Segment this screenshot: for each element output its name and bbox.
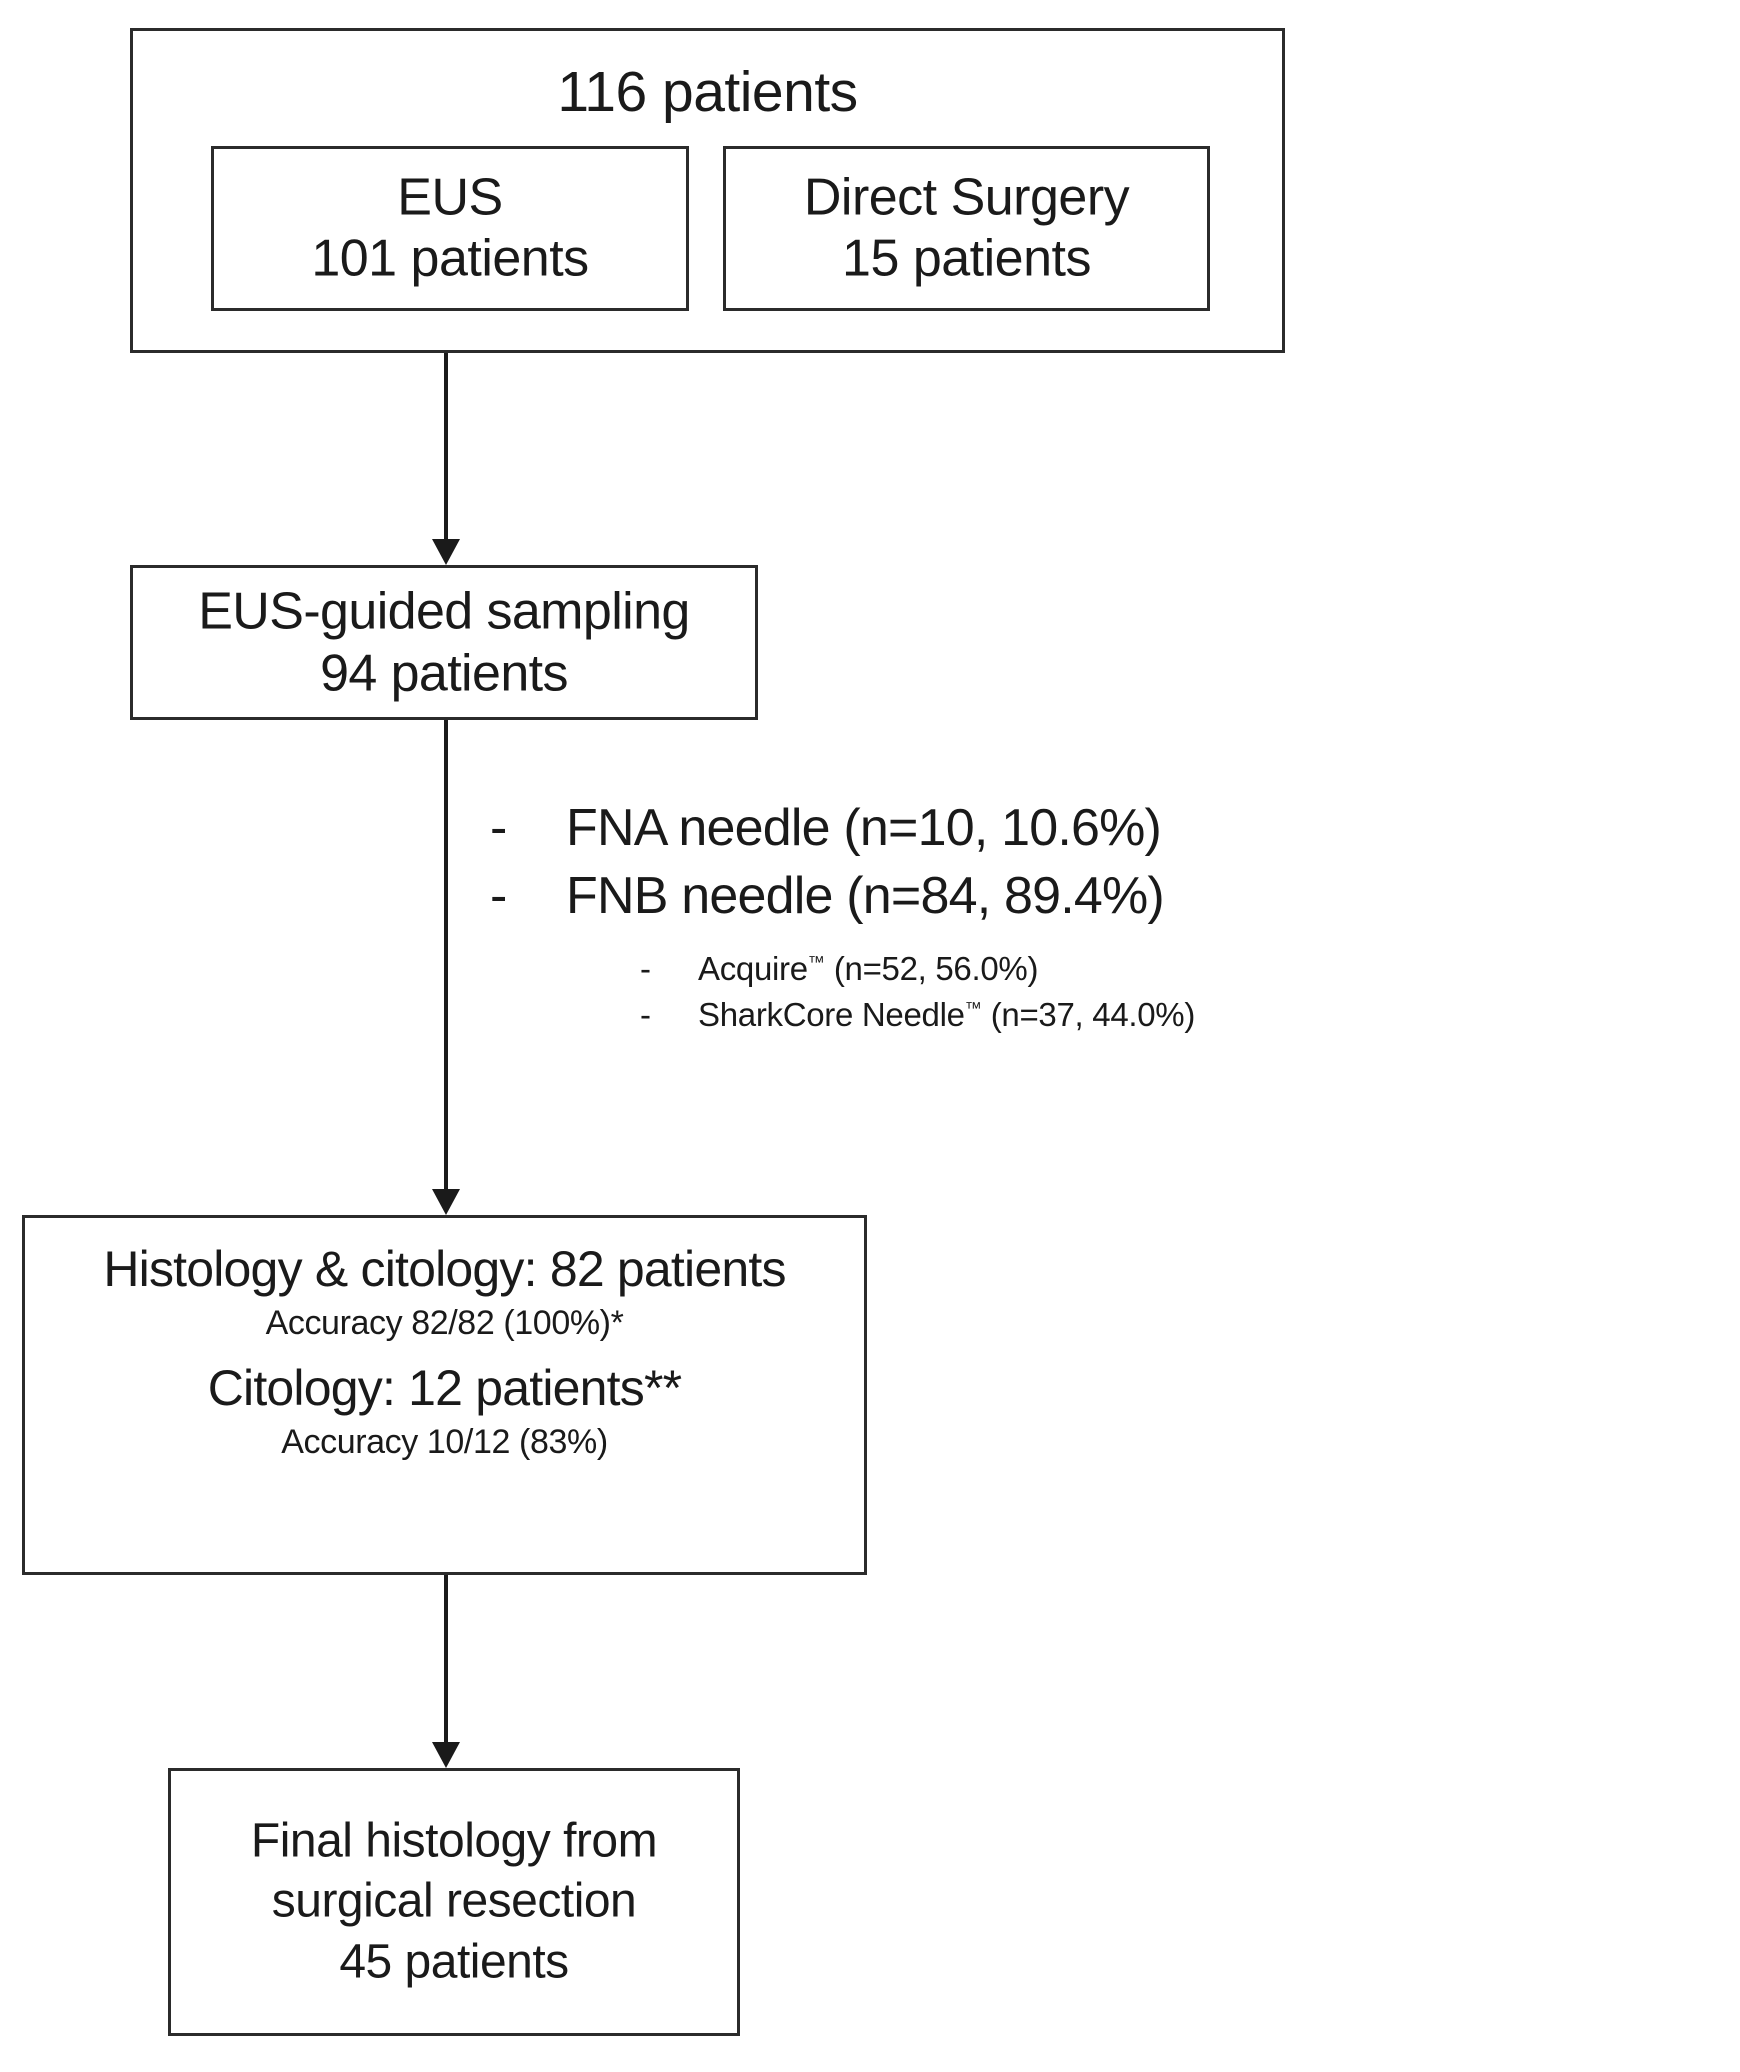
list-item-acquire: - Acquire™ (n=52, 56.0%) xyxy=(640,946,1195,992)
acquire-label-wrap: Acquire™ (n=52, 56.0%) xyxy=(698,946,1038,992)
arrow-histology-to-final xyxy=(432,1575,460,1768)
node-direct-surgery-branch: Direct Surgery 15 patients xyxy=(723,146,1210,311)
eus-branch-text: EUS 101 patients xyxy=(214,167,686,290)
histology-text-block: Histology & citology: 82 patients Accura… xyxy=(25,1240,864,1466)
sampling-text: EUS-guided sampling 94 patients xyxy=(133,580,755,705)
citology-accuracy: Accuracy 10/12 (83%) xyxy=(281,1422,608,1461)
sharkcore-name: SharkCore Needle xyxy=(698,995,965,1033)
list-item-fnb: - FNB needle (n=84, 89.4%) xyxy=(490,863,1195,931)
acquire-name: Acquire xyxy=(698,950,808,988)
histology-accuracy: Accuracy 82/82 (100%)* xyxy=(265,1304,624,1342)
arrow-head-icon xyxy=(432,539,460,565)
final-line3: 45 patients xyxy=(339,1935,569,1989)
sampling-line1: EUS-guided sampling xyxy=(198,582,690,641)
bullet-dash-icon: - xyxy=(490,799,507,857)
node-final-histology: Final histology from surgical resection … xyxy=(168,1768,740,2036)
arrow-shaft xyxy=(444,1575,448,1742)
bullet-dash-icon: - xyxy=(640,995,651,1033)
fna-needle-label: FNA needle (n=10, 10.6%) xyxy=(566,799,1162,857)
trademark-icon: ™ xyxy=(964,997,982,1018)
total-cohort-label: 116 patients xyxy=(557,60,858,124)
arrow-cohort-to-sampling xyxy=(432,353,460,565)
list-item-sharkcore: - SharkCore Needle™ (n=37, 44.0%) xyxy=(640,992,1195,1038)
list-item-fna: - FNA needle (n=10, 10.6%) xyxy=(490,795,1195,863)
arrow-sampling-to-histology xyxy=(432,720,460,1215)
node-total-cohort: 116 patients EUS 101 patients Direct Sur… xyxy=(130,28,1285,353)
arrow-head-icon xyxy=(432,1742,460,1768)
direct-surgery-branch-text: Direct Surgery 15 patients xyxy=(726,167,1207,290)
arrow-head-icon xyxy=(432,1189,460,1215)
node-eus-branch: EUS 101 patients xyxy=(211,146,689,311)
histology-line1: Histology & citology: 82 patients xyxy=(103,1241,786,1297)
node-eus-guided-sampling: EUS-guided sampling 94 patients xyxy=(130,565,758,720)
fnb-needle-label: FNB needle (n=84, 89.4%) xyxy=(566,866,1165,925)
direct-surgery-line1: Direct Surgery xyxy=(803,168,1130,227)
sharkcore-stats: (n=37, 44.0%) xyxy=(981,995,1196,1033)
eus-branch-line2: 101 patients xyxy=(311,229,589,288)
direct-surgery-line2: 15 patients xyxy=(842,229,1091,288)
trademark-icon: ™ xyxy=(807,952,825,973)
arrow-shaft xyxy=(444,353,448,539)
node-histology-citology: Histology & citology: 82 patients Accura… xyxy=(22,1215,867,1575)
eus-branch-line1: EUS xyxy=(397,168,503,227)
bullet-dash-icon: - xyxy=(490,866,507,925)
citology-line: Citology: 12 patients** xyxy=(207,1359,682,1416)
sharkcore-label-wrap: SharkCore Needle™ (n=37, 44.0%) xyxy=(698,992,1195,1038)
sampling-line2: 94 patients xyxy=(320,644,568,703)
acquire-stats: (n=52, 56.0%) xyxy=(824,950,1039,988)
final-text: Final histology from surgical resection … xyxy=(171,1811,737,1992)
final-line2: surgical resection xyxy=(271,1874,637,1928)
needle-breakdown-list: - FNA needle (n=10, 10.6%) - FNB needle … xyxy=(490,795,1195,1037)
final-line1: Final histology from xyxy=(250,1814,658,1868)
arrow-shaft xyxy=(444,720,448,1189)
bullet-dash-icon: - xyxy=(640,950,651,988)
